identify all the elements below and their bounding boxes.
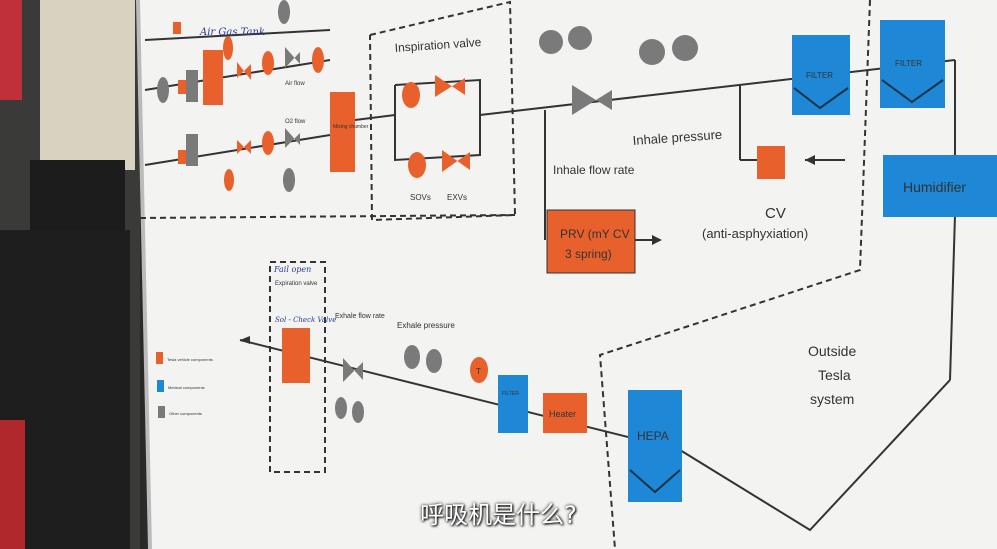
filter-2-label: FILTER [895,59,922,68]
wall [40,0,135,170]
exvs-label: EXVs [447,193,467,202]
o2-flow-label: O2 flow [285,119,306,125]
handwritten-air-gas: Air Gas Tank [199,27,265,38]
filter-1-label: FILTER [806,71,833,80]
legend: Tesla vehicle components Medical compone… [156,352,213,418]
inhale-pressure-label: Inhale pressure [632,127,722,148]
mixing-chamber [330,92,355,172]
outside-label-2: Tesla [818,367,851,383]
outside-label-1: Outside [808,343,856,359]
inhale-sensors [539,26,698,115]
dashed-boundaries [139,0,871,549]
cv-sub-label: (anti-asphyxiation) [702,226,808,241]
regulator [203,50,223,105]
cv-valve [757,146,785,179]
inspiration-valve-label: Inspiration valve [394,35,482,55]
inspiration-valves [402,75,470,178]
filter-3-label: FILTER [502,391,519,397]
air-flow-label: Air flow [285,81,305,87]
expiration-valve-label: Expiration valve [275,281,318,287]
handwritten-fail-open: Fail open [273,265,311,274]
prv-label-line1: PRV (mY CV [560,227,630,241]
exhale-pressure-label: Exhale pressure [397,321,455,330]
fire-extinguisher [0,420,25,549]
heater-label: Heater [549,409,576,419]
legend-tesla: Tesla vehicle components [167,357,213,362]
exhale-sensors [335,345,488,423]
legend-medical: Medical components [168,385,205,390]
cv-label: CV [765,205,786,222]
legend-other: Other components [169,411,202,416]
filter-3: FILTER [498,375,528,433]
red-sign [0,0,22,100]
flow-meter-icon [572,85,612,115]
sovs-label: SOVs [410,193,431,202]
hepa-filter [628,390,682,502]
filter-1: FILTER [792,35,850,115]
humidifier-box [883,155,997,217]
prv-label-line2: 3 spring) [565,247,612,261]
gas-supply-components [157,0,324,192]
temperature-label: T [476,367,481,376]
mixing-chamber-label: Mixing chamber [333,124,369,130]
inhale-flow-rate-label: Inhale flow rate [553,163,635,177]
filter-2: FILTER [880,20,945,108]
video-subtitle: 呼吸机是什么? [420,501,577,529]
expiration-valve-box [282,328,310,383]
monitor [30,160,125,230]
prv-box [546,209,636,274]
humidifier-label: Humidifier [903,179,966,195]
heater-box [543,393,587,433]
outside-label-3: system [810,391,854,407]
handwritten-sol-check: Sol - Check Valve [275,316,336,324]
exhale-flow-rate-label: Exhale flow rate [335,313,385,320]
hepa-label: HEPA [637,429,669,443]
